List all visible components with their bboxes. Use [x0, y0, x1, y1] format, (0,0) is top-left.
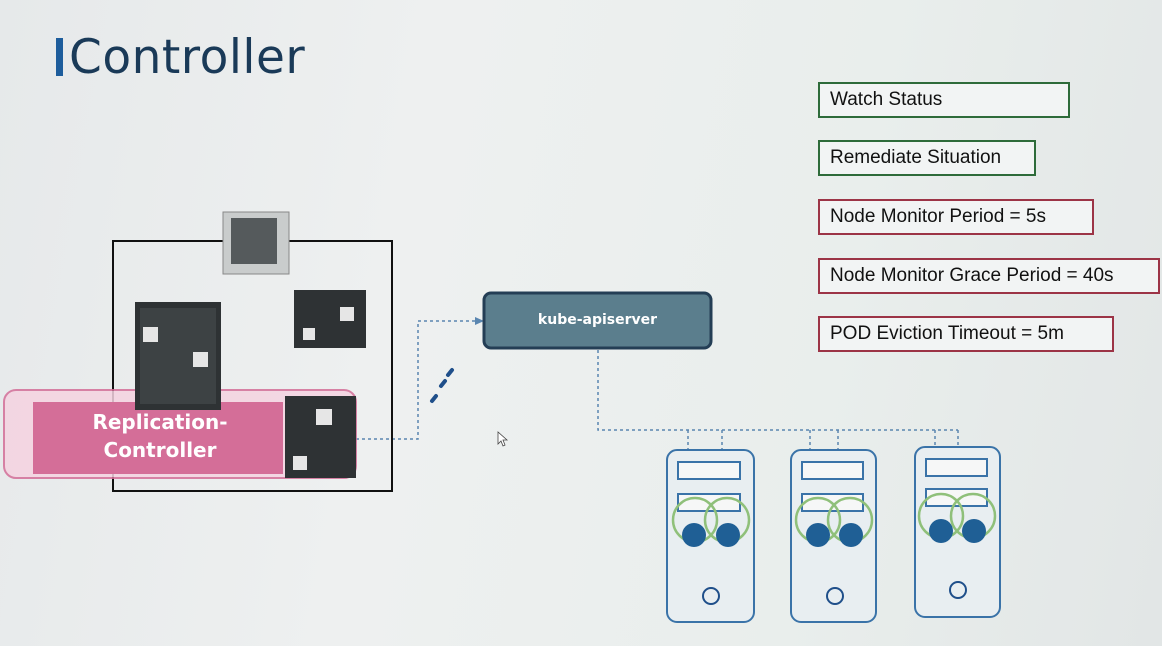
worker-nodes — [666, 446, 1001, 623]
status-box-pod-eviction-timeout: POD Eviction Timeout = 5m — [818, 316, 1114, 352]
pod-marker — [143, 327, 158, 342]
kube-apiserver-label: kube-apiserver — [537, 312, 658, 328]
connector-node-drops — [687, 430, 959, 458]
replication-controller-label: Replication- Controller — [62, 408, 258, 464]
connector-lines — [356, 320, 959, 458]
pod-marker — [316, 409, 332, 425]
node-disk — [806, 523, 830, 547]
node-2 — [790, 449, 877, 623]
kube-apiserver-box — [482, 291, 713, 350]
status-box-node-monitor-grace-period: Node Monitor Grace Period = 40s — [818, 258, 1160, 294]
replication-controller-label-line: Controller — [103, 438, 217, 462]
pod-marker — [340, 307, 354, 321]
node-slot — [925, 488, 988, 507]
node-power-icon — [702, 587, 720, 605]
node-slot — [925, 458, 988, 477]
node-power-icon — [826, 587, 844, 605]
node-power-icon — [949, 581, 967, 599]
node-slot — [677, 461, 741, 480]
pod-top-core — [231, 218, 277, 264]
pod-marker — [293, 456, 307, 470]
node-disk — [929, 519, 953, 543]
replication-controller-block — [33, 402, 283, 474]
title-accent-bar — [56, 38, 63, 76]
node-disk — [682, 523, 706, 547]
status-box-node-monitor-period: Node Monitor Period = 5s — [818, 199, 1094, 235]
node-disk — [839, 523, 863, 547]
mouse-cursor-icon — [497, 431, 509, 447]
signal-icon — [430, 368, 454, 403]
node-1 — [666, 449, 755, 623]
replication-controller-label-line: Replication- — [92, 410, 228, 434]
node-disk — [716, 523, 740, 547]
slide-title: Controller — [56, 30, 305, 85]
arrow-head-icon — [475, 317, 484, 325]
status-box-watch-status: Watch Status — [818, 82, 1070, 118]
connector-rc-to-apiserver — [356, 320, 480, 440]
slide-title-text: Controller — [69, 30, 306, 85]
pods — [135, 211, 366, 478]
status-box-remediate-situation: Remediate Situation — [818, 140, 1036, 176]
connector-apiserver-to-nodes — [597, 350, 958, 431]
pod-marker — [303, 328, 315, 340]
node-disk — [962, 519, 986, 543]
node-3 — [914, 446, 1001, 618]
node-slot — [801, 461, 864, 480]
pod-marker — [193, 352, 208, 367]
